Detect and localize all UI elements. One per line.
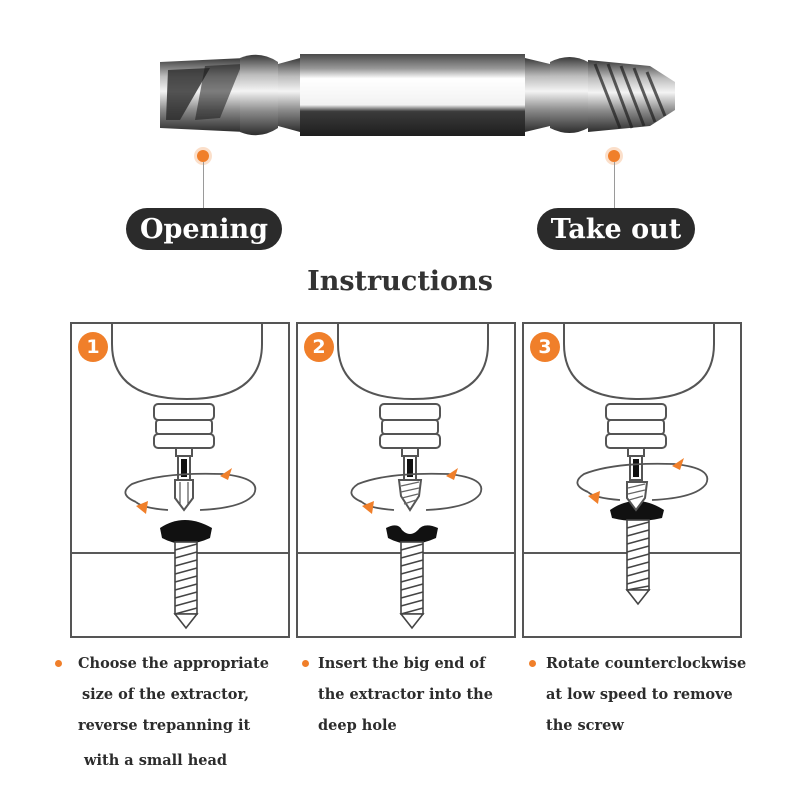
drill-chuck-icon [605,403,667,421]
callout-dot-right [608,150,620,162]
step-3-line-2: at low speed to remove [546,686,733,703]
step-2-line-1: Insert the big end of [318,655,486,672]
screw-head [610,501,664,521]
callout-line-right [614,162,615,208]
step-1-line-1: Choose the appropriate [78,655,269,672]
step-number-badge: 2 [304,332,334,362]
screw-extractor-bit-illustration [160,54,675,136]
step-1-line-3: reverse trepanning it [78,717,251,734]
screw-head [386,525,438,544]
drill-chuck-icon [153,403,215,421]
step-panel-2: 2 [296,322,516,638]
screw-icon [173,541,199,630]
step-number-badge: 3 [530,332,560,362]
step-3-description: Rotate counterclockwise at low speed to … [546,648,746,741]
screw-icon [399,541,425,630]
step-1-line-2: size of the extractor, [82,686,250,703]
step-2-line-2: the extractor into the [318,686,493,703]
take-out-label: Take out [537,208,695,250]
step-panel-1: 1 [70,322,290,638]
step-2-line-3: deep hole [318,717,397,734]
step-number-badge: 1 [78,332,108,362]
step-2-description: Insert the big end of the extractor into… [318,648,493,741]
instructions-title: Instructions [307,266,493,297]
opening-label: Opening [126,208,282,250]
rotation-arrow-icon [124,472,257,511]
step-3-illustration [524,324,740,606]
bullet-dot-3 [529,660,536,667]
step-1-line-4: with a small head [84,752,227,769]
callout-line-left [203,162,204,208]
screw-icon [625,519,651,606]
rotation-arrow-icon [576,462,709,501]
hex-shank [300,54,525,136]
drill-chuck-icon [379,403,441,421]
bullet-dot-2 [302,660,309,667]
callout-dot-left [197,150,209,162]
step-3-line-3: the screw [546,717,624,734]
screw-head [160,520,212,544]
step-panel-3: 3 [522,322,742,638]
step-1-description: Choose the appropriate size of the extra… [78,648,269,776]
bullet-dot-1 [55,660,62,667]
step-1-illustration [72,324,288,630]
step-3-line-1: Rotate counterclockwise [546,655,747,672]
step-2-illustration [298,324,514,630]
rotation-arrow-icon [350,472,483,511]
